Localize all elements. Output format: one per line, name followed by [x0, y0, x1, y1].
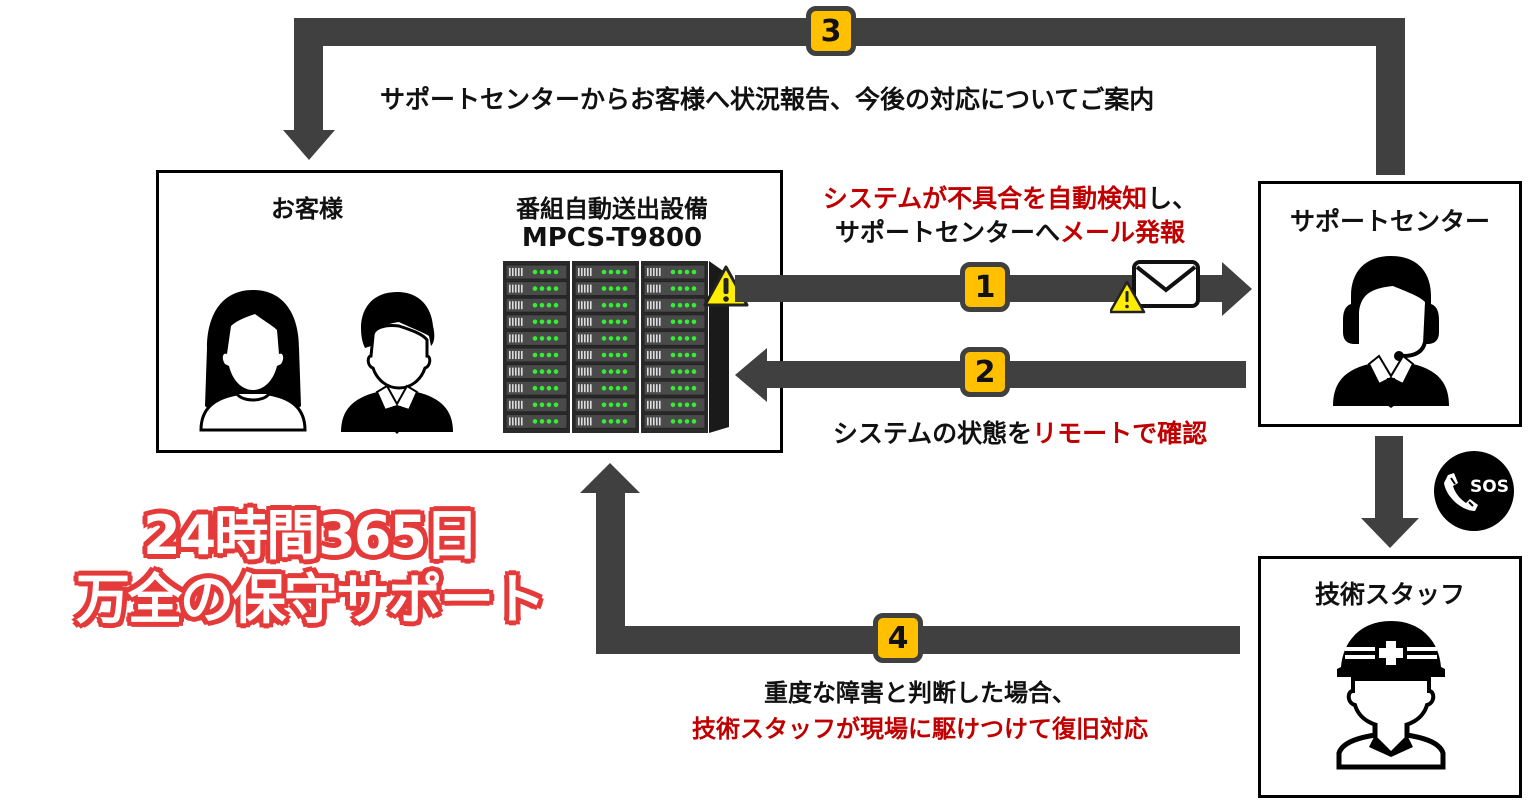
server-unit	[643, 297, 706, 313]
server-unit	[643, 413, 706, 429]
server-unit	[574, 364, 637, 380]
headset-operator-icon	[1333, 256, 1449, 408]
equipment-label: 番組自動送出設備	[516, 195, 708, 223]
step1-line1: システムが不具合を自動検知し、	[822, 184, 1198, 213]
step4-line1: 重度な障害と判断した場合、	[764, 679, 1076, 707]
server-unit	[505, 330, 568, 346]
server-unit	[643, 281, 706, 297]
tech-staff-box: 技術スタッフ	[1258, 556, 1522, 798]
step4-line2: 技術スタッフが現場に駆けつけて復旧対応	[692, 715, 1148, 743]
step3-badge: 3	[806, 6, 856, 56]
server-unit	[505, 413, 568, 429]
phone-sos-icon: SOS	[1434, 451, 1514, 531]
equipment-model: MPCS-T9800	[521, 223, 703, 253]
step1-arrow-head	[1222, 262, 1252, 316]
escalation-arrow-head	[1361, 518, 1419, 548]
server-unit	[643, 314, 706, 330]
step4-arrow-head	[580, 463, 640, 493]
server-unit	[505, 314, 568, 330]
step4-arrow-vertical	[596, 492, 625, 654]
server-unit	[643, 364, 706, 380]
headline-line2: 万全の保守サポート	[76, 568, 546, 631]
server-unit	[643, 397, 706, 413]
server-unit	[574, 281, 637, 297]
server-unit	[643, 264, 706, 280]
server-unit	[574, 413, 637, 429]
customer-label: お客様	[271, 195, 343, 223]
step4-badge: 4	[873, 613, 923, 663]
server-unit	[505, 364, 568, 380]
sos-text: SOS	[1470, 477, 1509, 497]
tech-staff-label: 技術スタッフ	[1314, 580, 1465, 609]
server-unit	[505, 380, 568, 396]
server-unit	[505, 264, 568, 280]
step1-line2: サポートセンターへメール発報	[834, 218, 1186, 247]
step3-arrow-head	[283, 130, 335, 160]
step1-description: システムが不具合を自動検知し、 サポートセンターへメール発報	[790, 182, 1230, 250]
step2-arrow-head	[735, 348, 767, 402]
server-unit	[643, 380, 706, 396]
server-unit	[505, 397, 568, 413]
step2-description: システムの状態をリモートで確認	[832, 419, 1208, 448]
server-unit	[505, 281, 568, 297]
support-center-box: サポートセンター	[1258, 181, 1522, 427]
server-unit	[574, 397, 637, 413]
phone-handset-icon	[1444, 473, 1478, 511]
step4-description: 重度な障害と判断した場合、 技術スタッフが現場に駆けつけて復旧対応	[620, 675, 1220, 747]
server-unit	[574, 264, 637, 280]
man-avatar-icon	[341, 292, 453, 434]
step3-description: サポートセンターからお客様へ状況報告、今後の対応についてご案内	[380, 85, 1155, 114]
server-unit	[643, 347, 706, 363]
escalation-arrow-shaft	[1375, 436, 1403, 520]
server-unit	[505, 347, 568, 363]
step3-arrow-vertical-left	[294, 18, 323, 132]
woman-avatar-icon	[199, 290, 307, 432]
server-unit	[643, 330, 706, 346]
server-unit	[505, 297, 568, 313]
support-center-label: サポートセンター	[1289, 207, 1490, 236]
server-unit	[574, 314, 637, 330]
server-unit	[574, 380, 637, 396]
step2-badge: 2	[960, 347, 1010, 397]
helmet-worker-icon	[1336, 621, 1446, 770]
headline-line1: 24時間365日	[143, 504, 479, 567]
server-unit	[574, 297, 637, 313]
envelope-warning-icon	[1110, 260, 1200, 314]
server-rack-icon	[503, 261, 729, 433]
server-unit	[574, 330, 637, 346]
server-unit	[574, 347, 637, 363]
step1-badge: 1	[960, 262, 1010, 312]
customer-box: お客様 番組自動送出設備 MPCS-T9800	[156, 170, 783, 453]
